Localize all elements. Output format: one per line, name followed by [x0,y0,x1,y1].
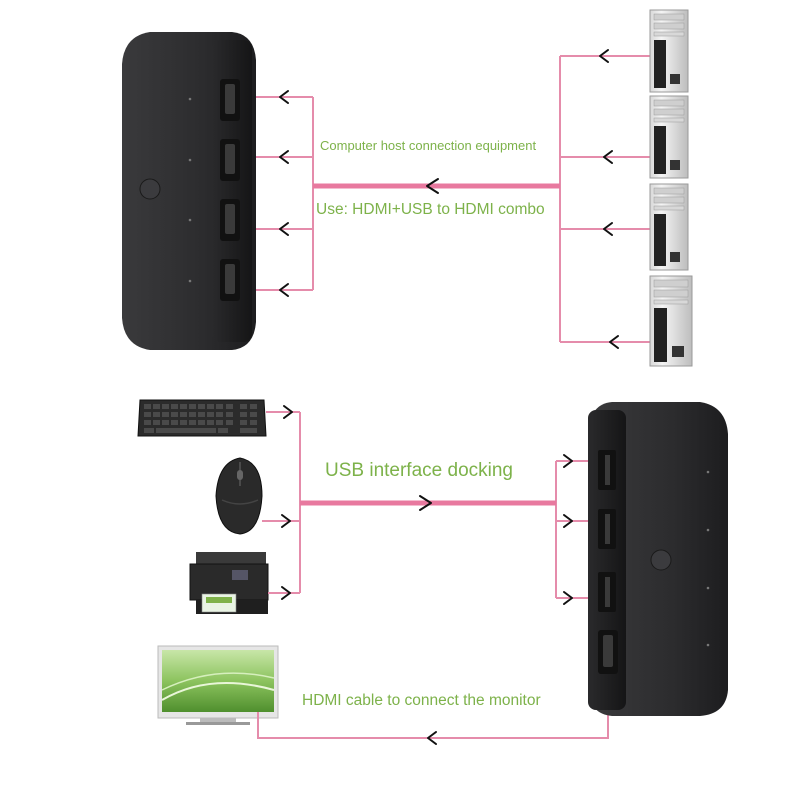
arrow-left-icon [279,222,289,236]
hdmi-port [220,79,240,121]
usb-port [598,509,616,549]
switch-button [139,178,161,200]
usb-docking-label: USB interface docking [325,460,513,481]
arrow-left-icon [426,178,439,194]
usb-port [598,450,616,490]
desktop-tower-icon [649,9,689,93]
mouse-icon [215,457,263,535]
arrow-left-icon [603,222,613,236]
arrow-right-icon [563,591,573,605]
hdmi-port [220,199,240,241]
hdmi-port [220,139,240,181]
bottom-usb-switch [588,402,728,716]
arrow-left-icon [609,335,619,349]
hdmi-monitor-label: HDMI cable to connect the monitor [302,692,541,709]
arrow-right-icon [281,514,291,528]
desktop-tower-icon [649,183,689,271]
hdmi-port [598,630,618,674]
arrow-left-icon [279,90,289,104]
arrow-right-icon [563,454,573,468]
switch-button [650,549,672,571]
monitor-icon [157,645,279,725]
arrow-right-icon [283,405,293,419]
printer-icon [189,552,269,614]
arrow-right-icon [281,586,291,600]
hdmi-port [220,259,240,301]
top-arrows [279,49,619,349]
top-hdmi-switch [122,32,256,350]
arrow-left-icon [279,283,289,297]
computer-host-label: Computer host connection equipment [320,138,537,153]
keyboard-icon [137,399,267,437]
arrow-left-icon [603,150,613,164]
arrow-left-icon [599,49,609,63]
bottom-arrows [281,405,573,745]
arrow-left-icon [279,150,289,164]
arrow-left-icon [427,731,437,745]
arrow-right-icon [419,495,432,511]
desktop-tower-icon [649,275,693,367]
usb-port [598,572,616,612]
arrow-right-icon [563,514,573,528]
use-combo-label: Use: HDMI+USB to HDMI combo [316,201,545,218]
desktop-tower-icon [649,95,689,179]
top-connection-lines [256,55,652,343]
